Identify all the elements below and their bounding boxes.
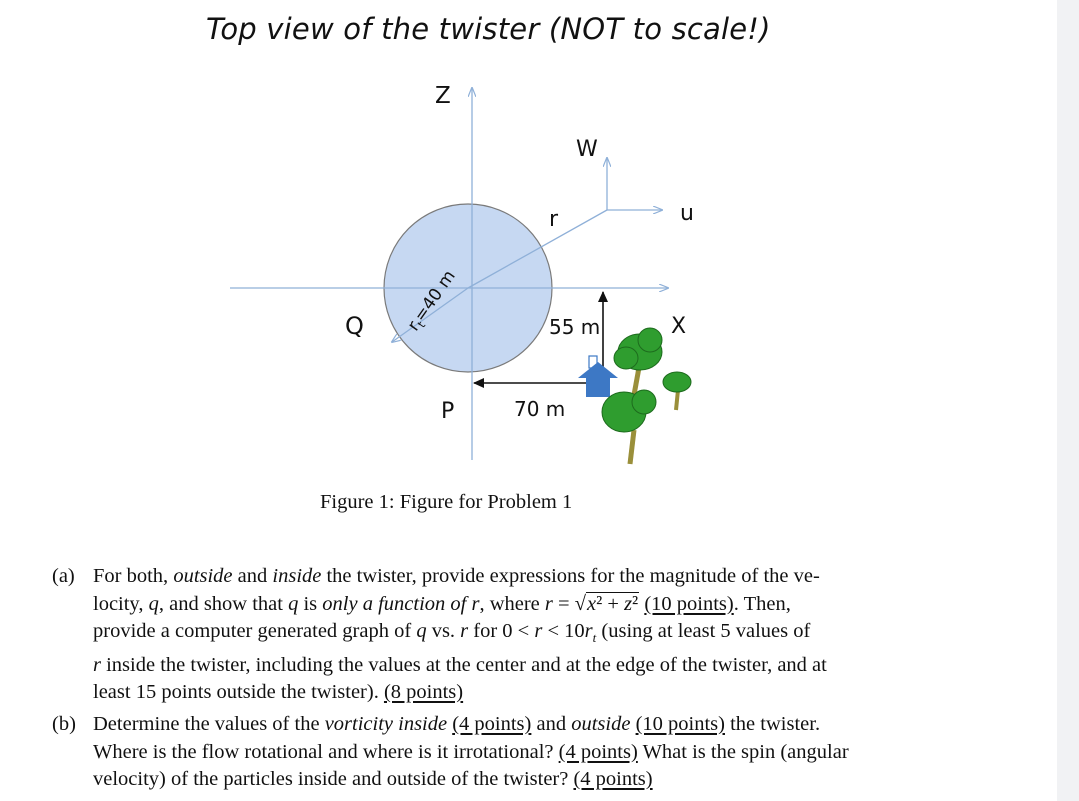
part-a-line-3: provide a computer generated graph of q …: [93, 620, 811, 646]
part-a-line-1: For both, outside and inside the twister…: [93, 565, 820, 587]
part-b-tag: (b): [52, 713, 76, 735]
part-a-line-5: least 15 points outside the twister). (8…: [93, 681, 464, 704]
house-icon: [578, 355, 618, 397]
part-a-line-4: r inside the twister, including the valu…: [93, 653, 827, 676]
u-label: u: [680, 201, 694, 226]
tree-icon: [613, 327, 663, 396]
part-b-line-2: Where is the flow rotational and where i…: [93, 740, 849, 763]
part-b-line-3: velocity) of the particles inside and ou…: [93, 768, 653, 790]
p-label: P: [441, 399, 454, 424]
q-label: Q: [345, 312, 364, 340]
tree-icon: [662, 371, 692, 411]
part-a-line-2: locity, q, and show that q is only a fun…: [93, 591, 791, 615]
dist-horizontal-label: 70 m: [514, 397, 565, 421]
z-axis-label: Z: [435, 83, 451, 109]
w-label: W: [576, 137, 598, 162]
figure-caption: Figure 1: Figure for Problem 1: [320, 491, 573, 513]
scrollbar[interactable]: [1057, 0, 1079, 801]
x-axis-label: X: [671, 314, 686, 339]
dist-vertical-label: 55 m: [549, 315, 600, 339]
tree-icon: [601, 389, 657, 465]
part-b-line-1: Determine the values of the vorticity in…: [93, 713, 821, 735]
figure-title: Top view of the twister (NOT to scale!): [206, 12, 771, 46]
r-label: r: [549, 207, 559, 232]
twister-radius-line: [392, 287, 469, 342]
part-a-tag: (a): [52, 565, 75, 587]
radius-vector-r: [467, 209, 608, 289]
